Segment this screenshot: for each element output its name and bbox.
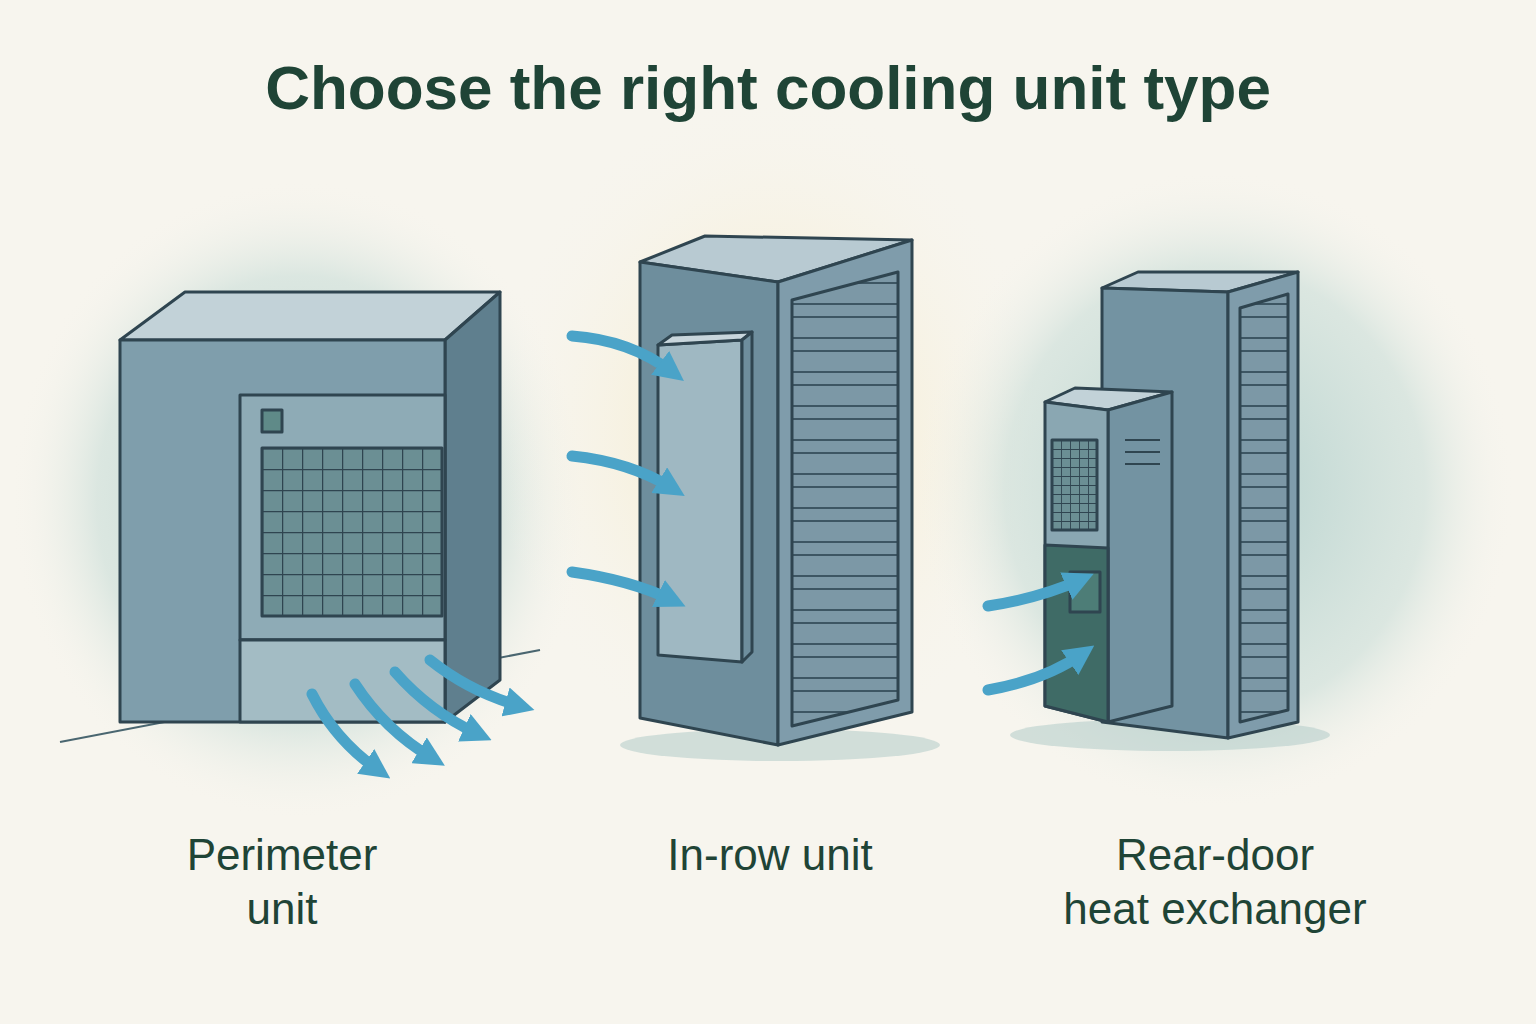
title: Choose the right cooling unit type (265, 52, 1271, 123)
unit-label: Rear-door heat exchanger (1063, 828, 1366, 936)
airflow-arrows (312, 660, 520, 770)
perimeter-unit-drawing (60, 292, 540, 742)
label-line: unit (187, 882, 378, 936)
unit-label: Perimeter unit (187, 828, 378, 936)
airflow-arrows (572, 336, 672, 600)
label-line: In-row unit (667, 828, 872, 882)
label-line: heat exchanger (1063, 882, 1366, 936)
airflow-arrows (988, 580, 1082, 690)
unit-label: In-row unit (667, 828, 872, 882)
rear-door-drawing (1010, 272, 1330, 751)
in-row-unit-drawing (620, 236, 940, 761)
glow (915, 170, 1515, 810)
label-line: Perimeter (187, 828, 378, 882)
label-line: Rear-door (1063, 828, 1366, 882)
